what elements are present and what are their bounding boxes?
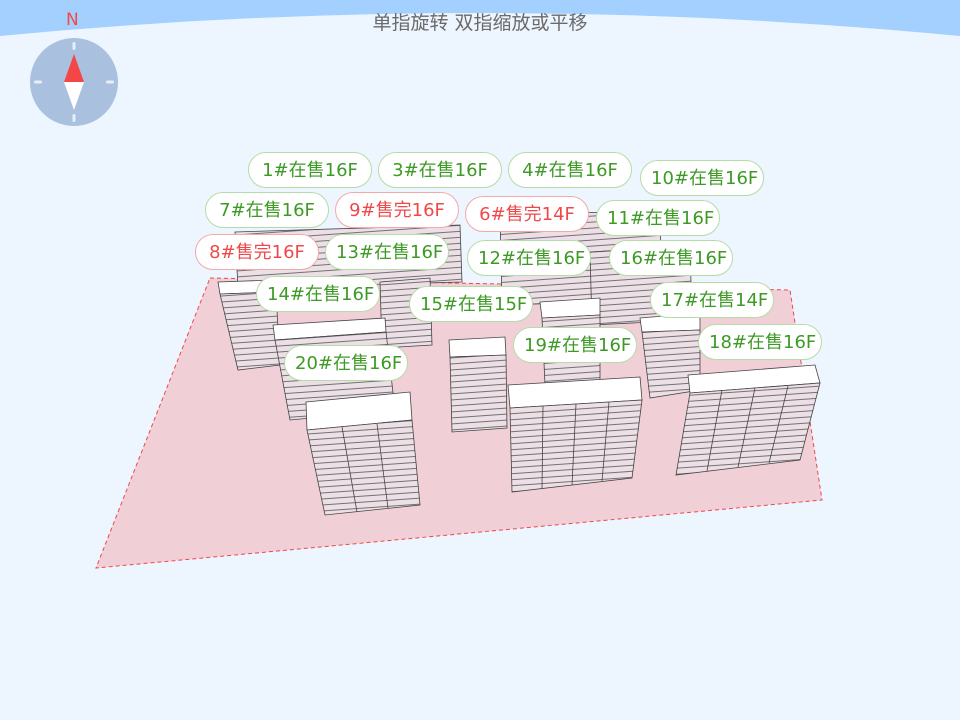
building-label[interactable]: 3#在售16F <box>378 152 502 188</box>
building-label[interactable]: 15#在售15F <box>409 286 533 322</box>
building-label[interactable]: 16#在售16F <box>609 240 733 276</box>
building-label[interactable]: 20#在售16F <box>284 345 408 381</box>
building-label[interactable]: 17#在售14F <box>650 282 774 318</box>
building-label[interactable]: 14#在售16F <box>256 276 380 312</box>
building-label[interactable]: 10#在售16F <box>640 160 764 196</box>
building-label[interactable]: 12#在售16F <box>467 240 591 276</box>
sky-horizon <box>0 0 960 36</box>
building-label[interactable]: 13#在售16F <box>325 234 449 270</box>
gesture-hint: 单指旋转 双指缩放或平移 <box>372 12 588 34</box>
building-label[interactable]: 8#售完16F <box>195 234 319 270</box>
compass[interactable] <box>30 38 118 126</box>
compass-needle-icon <box>34 42 114 122</box>
building-label[interactable]: 4#在售16F <box>508 152 632 188</box>
building-label[interactable]: 19#在售16F <box>513 327 637 363</box>
building-label[interactable]: 6#售完14F <box>465 196 589 232</box>
building-label[interactable]: 1#在售16F <box>248 152 372 188</box>
building-label[interactable]: 7#在售16F <box>205 192 329 228</box>
building-label[interactable]: 11#在售16F <box>596 200 720 236</box>
building-label[interactable]: 9#售完16F <box>335 192 459 228</box>
compass-north-label: N <box>66 10 79 30</box>
building-label[interactable]: 18#在售16F <box>698 324 822 360</box>
